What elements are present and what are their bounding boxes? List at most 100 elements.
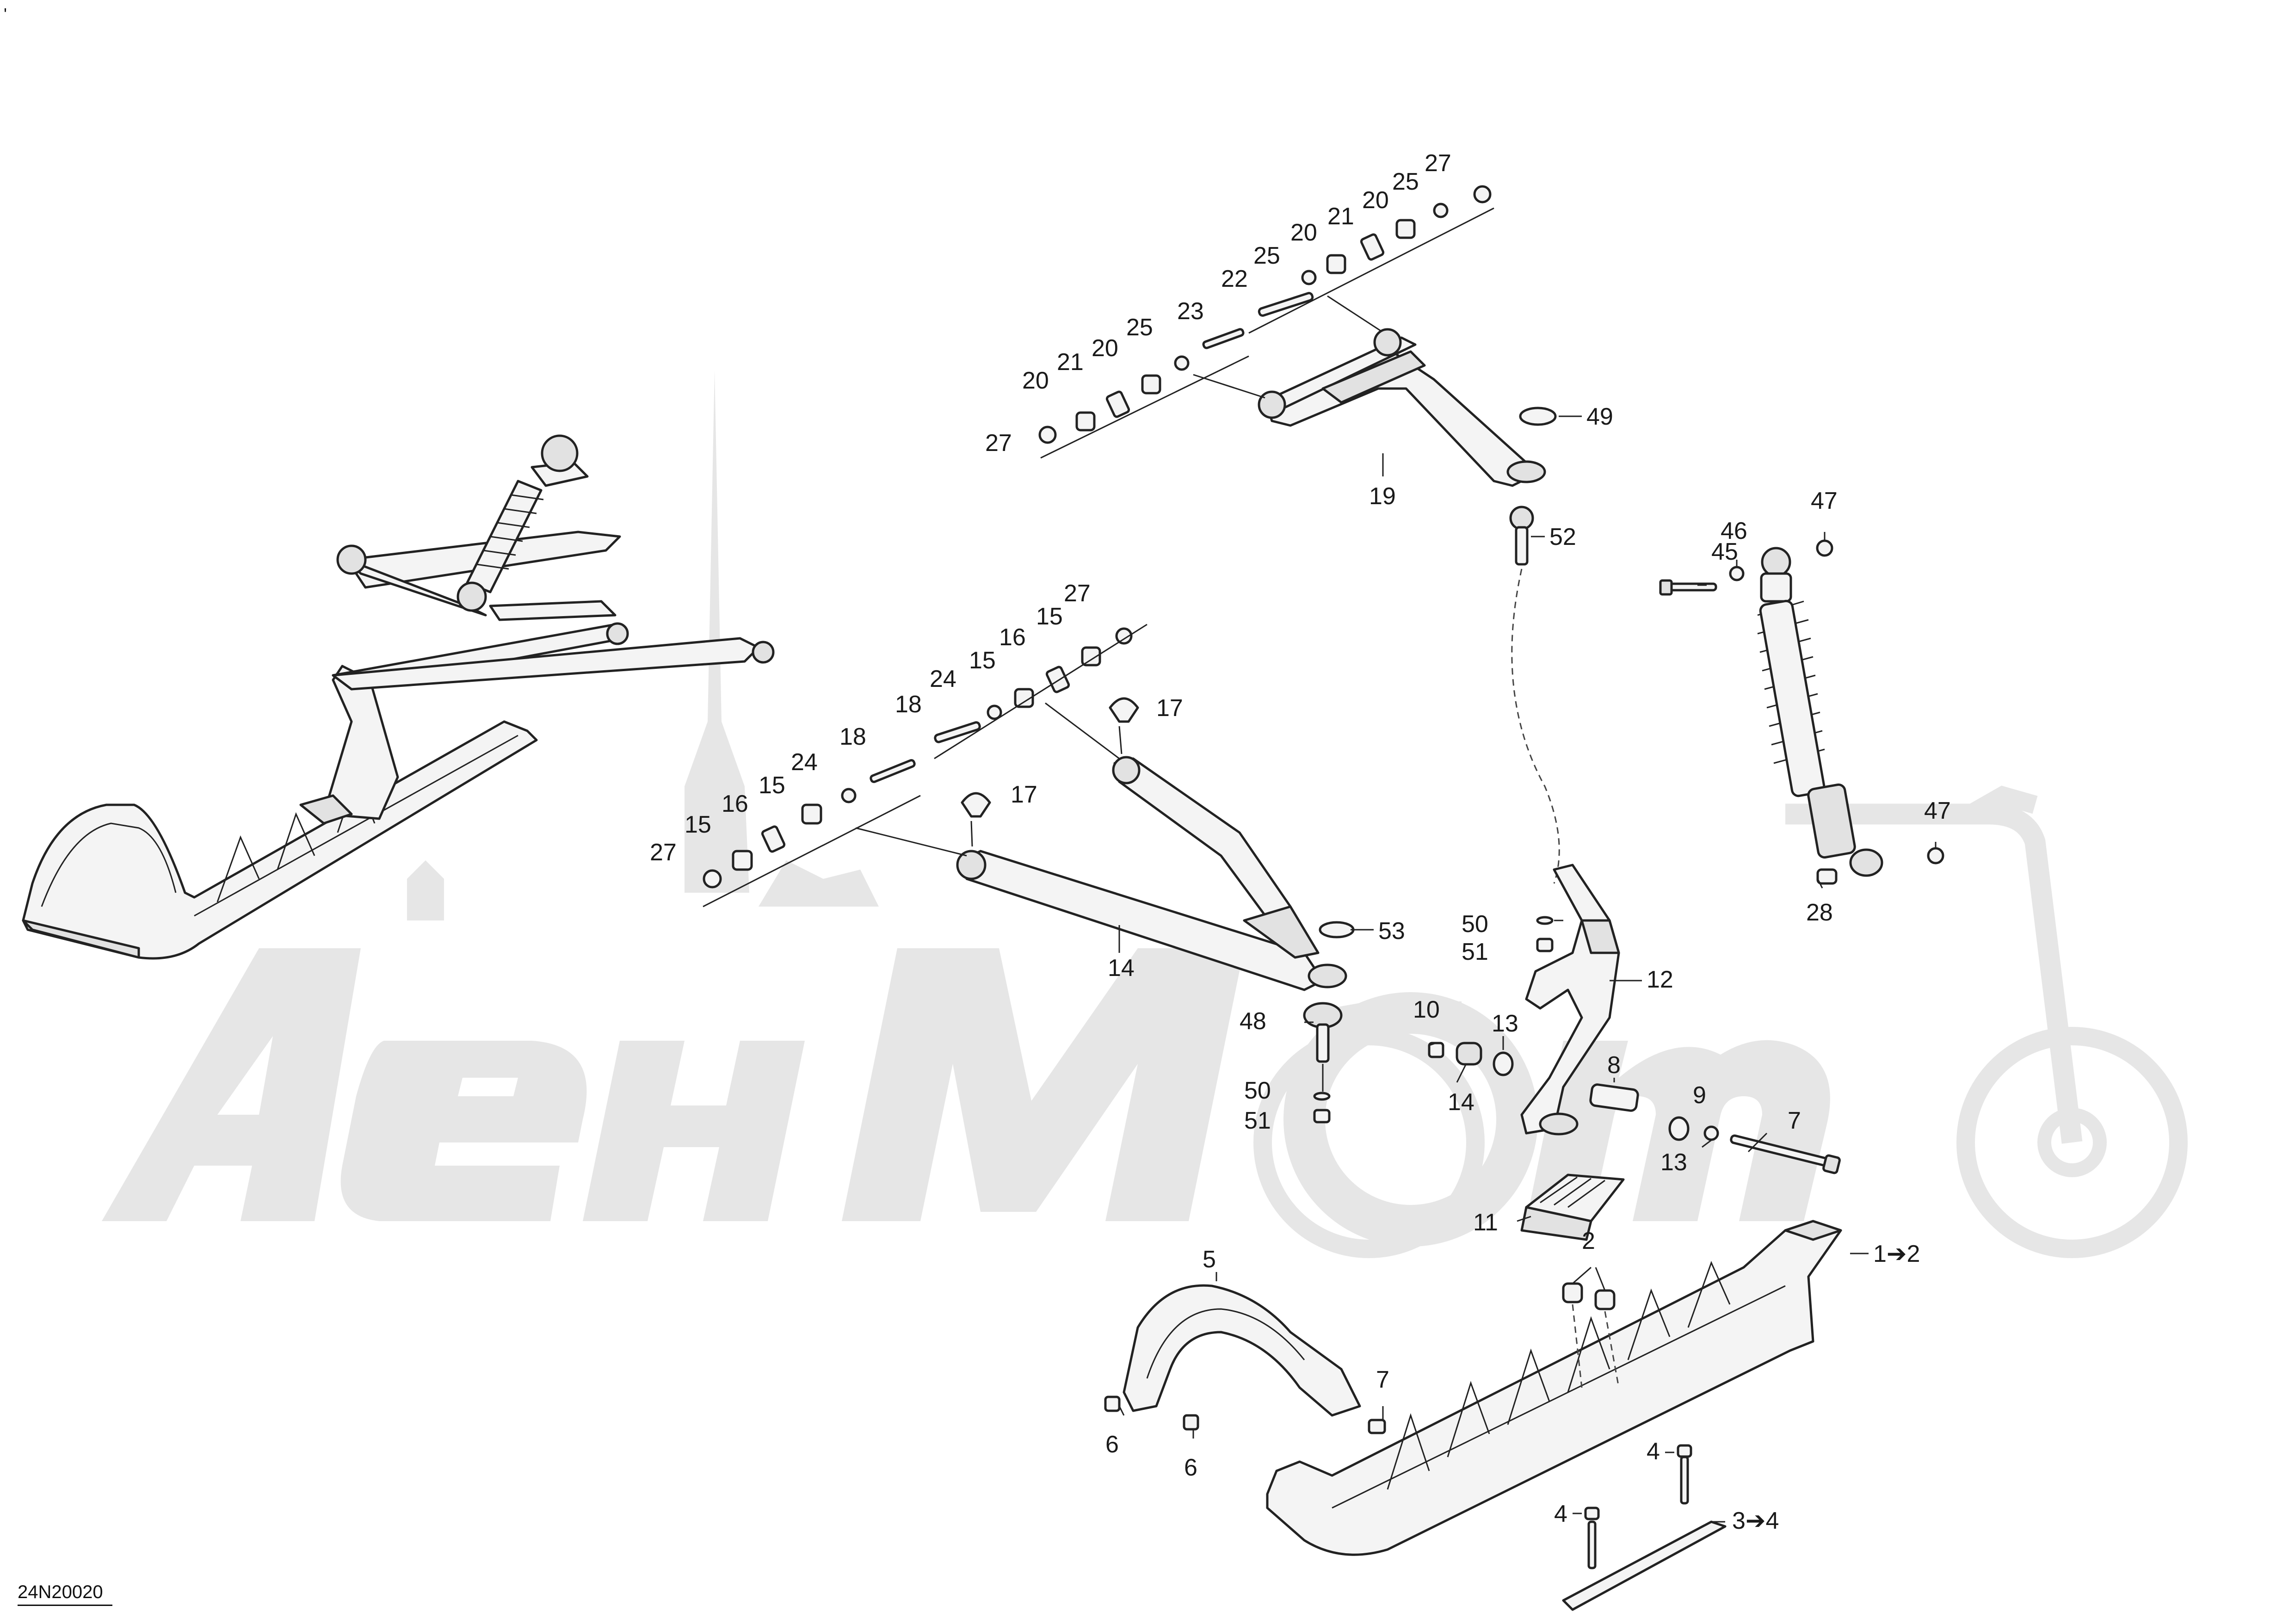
callout-50: 49 — [1586, 403, 1613, 430]
callout-27-a: 25 — [1126, 314, 1153, 341]
bearing-14-upper — [1493, 1051, 1514, 1076]
callout-18-b: 16 — [999, 624, 1026, 651]
callout-28-b: 27 — [1425, 150, 1451, 177]
callout-6-left: 6 — [1105, 1431, 1119, 1458]
callout-23-a: 21 — [1057, 349, 1084, 376]
wear-bar-part-3 — [1562, 1456, 1727, 1611]
callout-47: 46 — [1721, 518, 1747, 544]
washer-10 — [1703, 1125, 1719, 1141]
ski-part-1 — [1266, 1220, 1842, 1556]
callout-1-to-2: 1➔2 — [1873, 1241, 1920, 1267]
bolt-46-head — [1659, 579, 1673, 596]
ball-joint-49 — [1303, 1002, 1343, 1063]
callout-22-c: 20 — [1290, 219, 1317, 246]
callout-51-upper: 50 — [1462, 911, 1488, 938]
diagram-code: 24N20020 — [18, 1582, 112, 1606]
lower-arm-front-hardware — [703, 759, 921, 908]
nut-4-lower — [1584, 1507, 1600, 1520]
callout-2: 2 — [1582, 1228, 1595, 1254]
bolt-45 — [1816, 868, 1838, 885]
clamp-19-front — [961, 792, 991, 818]
screw-6-left — [1104, 1396, 1121, 1412]
callout-23-b: 21 — [1327, 203, 1354, 230]
nut-52-upper — [1536, 938, 1554, 952]
callout-22-a: 20 — [1022, 367, 1049, 394]
upper-a-arm-part-21 — [1258, 328, 1546, 487]
watermark — [102, 370, 2188, 1258]
shock-absorber-assembly — [1757, 547, 1883, 877]
callout-52-lower: 51 — [1244, 1107, 1271, 1134]
cotter-51-lower — [1313, 1092, 1331, 1101]
screw-7 — [1368, 1419, 1386, 1434]
callout-17-d: 15 — [1036, 603, 1063, 630]
callout-24: 22 — [1221, 266, 1248, 292]
callout-14-upper: 13 — [1492, 1010, 1518, 1037]
callout-46: 45 — [1711, 538, 1738, 565]
callout-5: 5 — [1203, 1246, 1216, 1273]
spacer-9 — [1589, 1083, 1639, 1112]
callout-labels: 50 51 12 10 13 14 8 9 13 7 11 19 49 52 2… — [650, 150, 1951, 1534]
dashed-link-53-13 — [1511, 568, 1560, 884]
callout-49: 48 — [1240, 1008, 1266, 1035]
corner-mark: ' — [4, 5, 7, 24]
callout-20-b: 18 — [895, 691, 922, 718]
leader-rear-pivot — [1327, 295, 1381, 332]
callout-51-lower: 50 — [1244, 1077, 1271, 1104]
callout-10: 9 — [1693, 1082, 1706, 1109]
callout-54: 53 — [1378, 918, 1405, 945]
callout-19-a: 17 — [1156, 695, 1183, 722]
callout-22-d: 20 — [1362, 187, 1389, 214]
callout-28-c: 27 — [650, 839, 677, 866]
callout-28-d: 27 — [1064, 580, 1091, 607]
callout-4-upper: 4 — [1647, 1438, 1660, 1465]
callout-9: 8 — [1607, 1052, 1621, 1079]
callout-14-lower: 13 — [1660, 1149, 1687, 1176]
callout-48-bottom: 47 — [1924, 797, 1951, 824]
circlip-54 — [1319, 921, 1355, 939]
callout-25: 23 — [1177, 298, 1204, 325]
clamp-19-rear — [1109, 697, 1139, 723]
callout-13: 12 — [1647, 966, 1673, 993]
circlip-50 — [1519, 407, 1557, 426]
bearing-14-lower — [1668, 1116, 1690, 1141]
ball-joint-53 — [1509, 506, 1534, 566]
screw-6-right — [1183, 1414, 1199, 1431]
callout-20-a: 18 — [839, 723, 866, 750]
leader-lower-rear-pivot — [1045, 702, 1120, 760]
callout-8: 7 — [1788, 1107, 1801, 1134]
lower-a-arm-part-16 — [956, 756, 1347, 991]
callout-16: 14 — [1108, 955, 1135, 982]
assembled-suspension-view — [22, 434, 775, 960]
callout-3-to-4: 3➔4 — [1732, 1507, 1779, 1534]
nut-48-top — [1816, 539, 1833, 557]
callout-leaders — [1118, 415, 1937, 1523]
callout-52-upper: 51 — [1462, 939, 1488, 965]
callout-11: 10 — [1413, 996, 1440, 1023]
callout-28-a: 27 — [985, 430, 1012, 457]
bushing-2-a — [1562, 1282, 1583, 1303]
callout-19-b: 17 — [1011, 781, 1037, 808]
callout-26-a: 24 — [791, 749, 818, 776]
spindle-part-13 — [1520, 864, 1620, 1136]
callout-17-b: 15 — [759, 772, 785, 799]
callout-17-c: 15 — [969, 647, 996, 674]
bushing-2-b — [1594, 1289, 1616, 1310]
callout-6-right: 6 — [1184, 1454, 1197, 1481]
leader-front-pivot — [1193, 374, 1265, 399]
callout-21: 19 — [1369, 483, 1396, 510]
callout-18-a: 16 — [722, 790, 748, 817]
callout-26-b: 24 — [930, 666, 956, 692]
callout-4-lower: 4 — [1554, 1501, 1567, 1527]
callout-22-b: 20 — [1092, 335, 1118, 362]
washer-47 — [1729, 566, 1745, 581]
lower-arm-rear-hardware — [934, 624, 1148, 760]
ski-handle-part-5 — [1123, 1284, 1361, 1417]
callout-15: 14 — [1448, 1089, 1474, 1116]
upper-arm-rear-hardware — [1248, 185, 1494, 334]
callout-7: 7 — [1376, 1366, 1389, 1393]
upper-arm-front-hardware — [1038, 328, 1249, 459]
bushing-15 — [1456, 1042, 1482, 1066]
stopper-12 — [1520, 1173, 1625, 1241]
callout-17-a: 15 — [685, 811, 711, 838]
